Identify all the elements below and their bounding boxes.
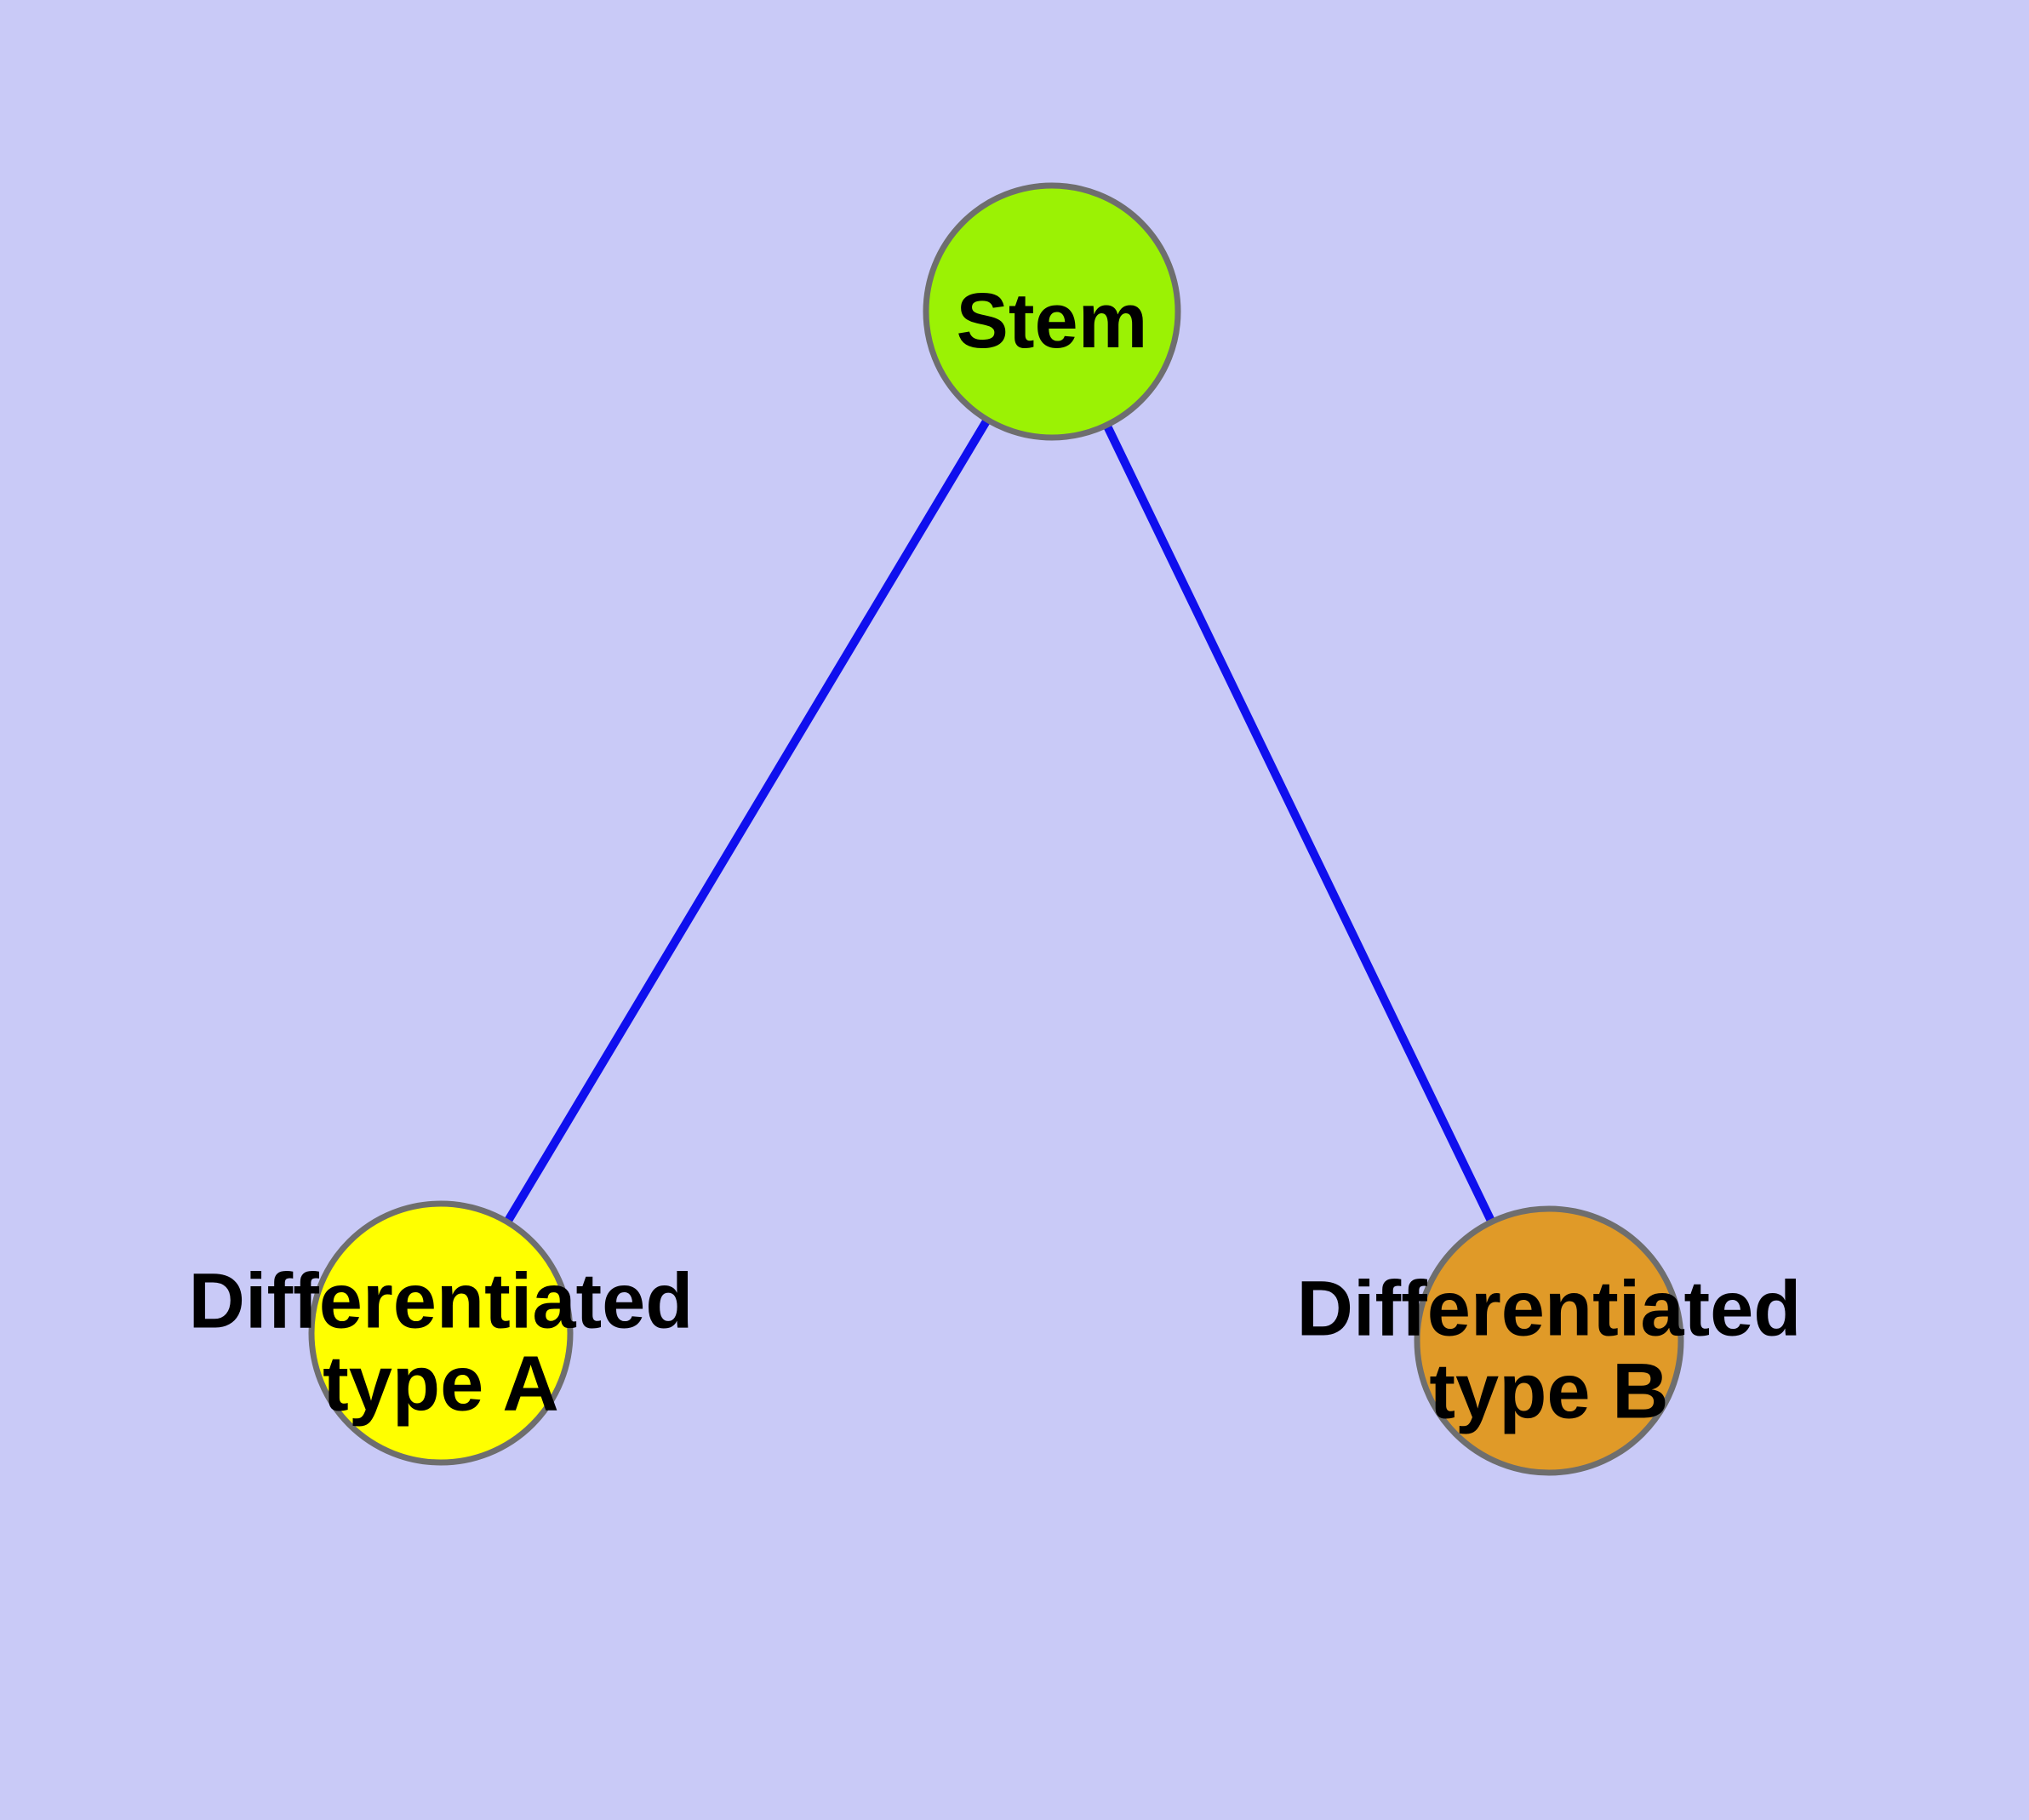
node-layer [308, 182, 1684, 1476]
node-label-line: Stem [957, 278, 1148, 364]
node-label-line: Differentiated [1297, 1266, 1802, 1353]
graph-node-diff_b[interactable] [1414, 1205, 1684, 1476]
graph-node-diff_a[interactable] [308, 1200, 574, 1466]
graph-node-stem[interactable] [923, 182, 1181, 441]
edge-layer [437, 309, 1553, 1343]
graph-edge[interactable] [1048, 309, 1553, 1343]
node-label-line: Differentiated [189, 1258, 694, 1345]
node-label-stem: Stem [957, 278, 1148, 364]
node-label-line: type A [323, 1341, 559, 1428]
graph-edge[interactable] [437, 309, 1056, 1336]
node-label-line: type B [1429, 1348, 1668, 1435]
